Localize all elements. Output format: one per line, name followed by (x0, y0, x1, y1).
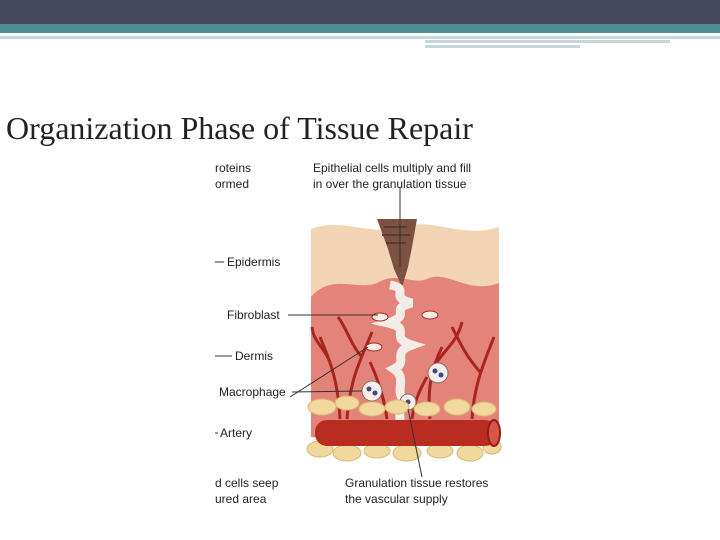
macrophage-nucleus (367, 387, 372, 392)
fibroblast-cell (366, 343, 382, 351)
macrophage-nucleus (373, 391, 378, 396)
macrophage-cell (362, 381, 382, 401)
header-divider-line (425, 40, 670, 43)
fibroblast-cell (372, 313, 388, 321)
tissue-illustration (212, 157, 512, 515)
label-fibroblast: Fibroblast (227, 308, 280, 323)
header-bar (0, 0, 720, 24)
header-accent-stripe (0, 24, 720, 33)
fibroblast-cell (422, 311, 438, 319)
label-epithelial-line2: in over the granulation tissue (313, 177, 466, 192)
label-granulation-line2: the vascular supply (345, 492, 448, 507)
label-dermis: Dermis (235, 349, 273, 364)
header-divider-line (0, 36, 720, 39)
macrophage-nucleus (439, 373, 444, 378)
macrophage-nucleus (433, 369, 438, 374)
macrophage-cell (428, 363, 448, 383)
header-divider-line (425, 45, 580, 48)
artery-opening (488, 420, 500, 446)
artery-vessel (315, 420, 497, 446)
label-proteins-formed-line2: ormed (215, 177, 249, 192)
label-epidermis: Epidermis (227, 255, 280, 270)
label-blood-cells-line2: ured area (215, 492, 266, 507)
label-artery: Artery (220, 426, 252, 441)
label-blood-cells-line1: d cells seep (215, 476, 278, 491)
tissue-repair-figure: roteins ormed Epithelial cells multiply … (212, 157, 512, 515)
slide-title: Organization Phase of Tissue Repair (6, 110, 706, 147)
label-macrophage: Macrophage (219, 385, 286, 400)
label-epithelial-line1: Epithelial cells multiply and fill (313, 161, 471, 176)
label-proteins-formed-line1: roteins (215, 161, 251, 176)
label-granulation-line1: Granulation tissue restores (345, 476, 488, 491)
